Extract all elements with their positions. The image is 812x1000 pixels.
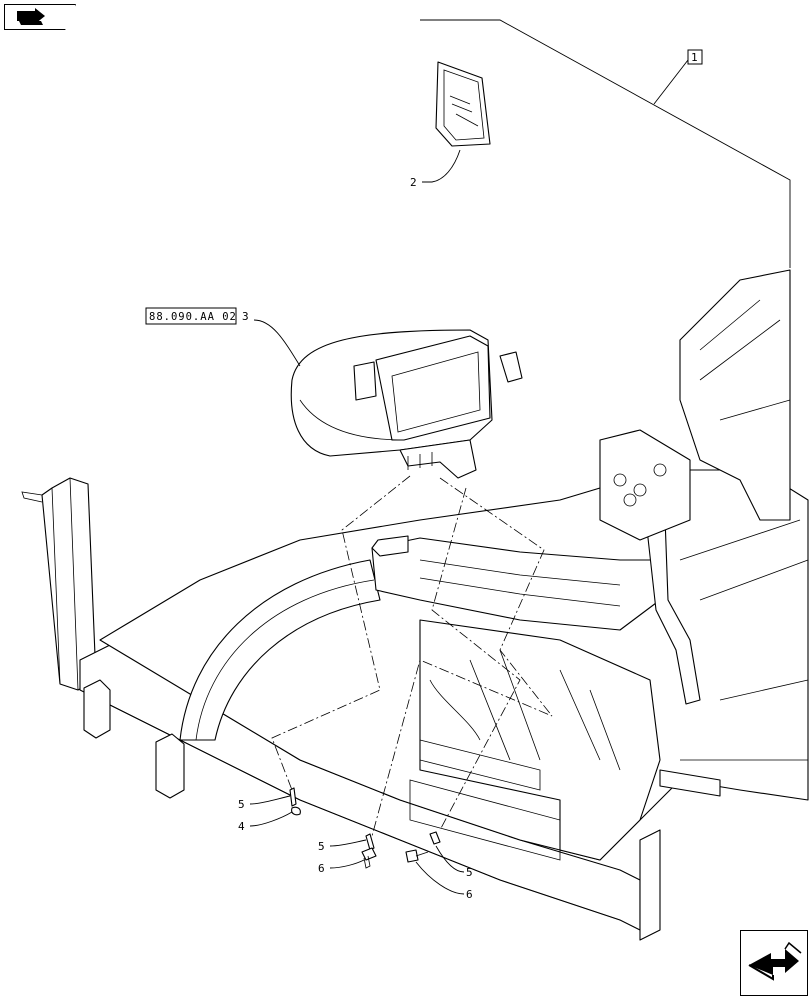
reference-label: 88.090.AA 02 [149, 311, 237, 323]
cab-frame [21, 269, 809, 941]
callout-2: 2 [410, 149, 461, 189]
callout-5b: 5 [318, 839, 367, 853]
part-5-6-hardware-right [405, 831, 441, 863]
callout-label-2: 2 [410, 176, 417, 189]
callout-label-5b: 5 [318, 840, 325, 853]
callout-1: 1 [420, 19, 791, 268]
callout-4: 4 [238, 811, 293, 833]
callout-label-5a: 5 [238, 798, 245, 811]
previous-section-button[interactable] [4, 4, 76, 30]
next-page-arrow-icon [748, 941, 802, 981]
callout-label-6a: 6 [318, 862, 325, 875]
callout-5c: 5 [435, 845, 473, 879]
callout-6b: 6 [415, 861, 473, 901]
callout-6a: 6 [318, 859, 365, 875]
callout-5a: 5 [238, 795, 291, 811]
callout-3: 88.090.AA 02 3 [145, 307, 301, 367]
reference-link[interactable] [145, 307, 237, 325]
callout-label-4: 4 [238, 820, 245, 833]
callout-label-1: 1 [691, 51, 698, 64]
install-lines [271, 475, 553, 837]
part-4-5-hardware [289, 787, 301, 816]
next-page-button[interactable] [740, 930, 808, 996]
part-2-decal [435, 61, 491, 147]
book-arrow-icon [17, 8, 45, 25]
callout-label-5c: 5 [466, 866, 473, 879]
part-5-6-hardware-left [361, 833, 377, 869]
part-3-monitor [290, 329, 523, 479]
callout-label-3: 3 [242, 310, 249, 323]
callout-label-6b: 6 [466, 888, 473, 901]
